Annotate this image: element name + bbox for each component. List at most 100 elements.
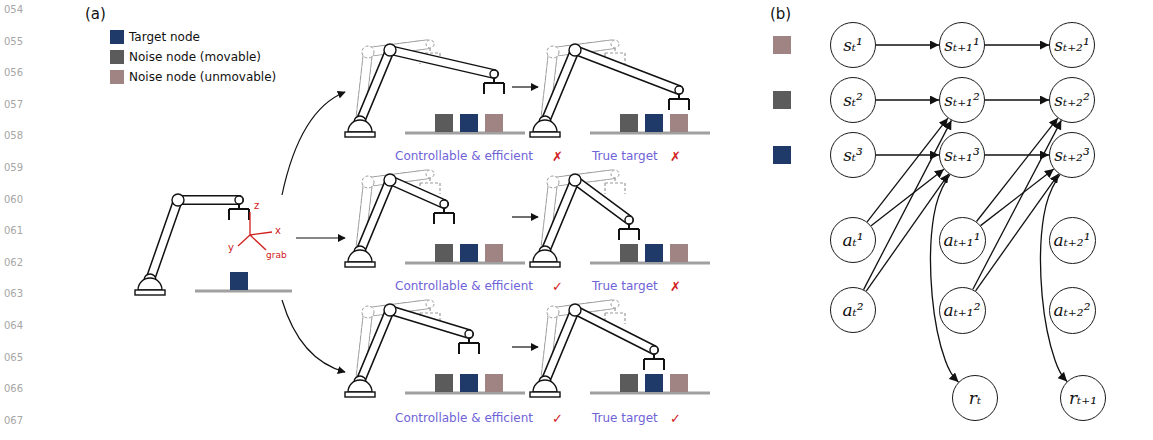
legend-swatch	[110, 70, 124, 84]
causal-arrow	[985, 44, 1049, 45]
block	[485, 244, 503, 262]
panel-label: (a)	[85, 6, 106, 23]
legend-entry: Noise node (movable)	[110, 50, 261, 64]
variable-node: sₜ₊₂¹	[1049, 22, 1095, 68]
causal-arrow	[985, 99, 1049, 100]
block	[460, 374, 478, 392]
legend-text: Noise node (unmovable)	[129, 70, 276, 84]
variable-node: sₜ¹	[830, 22, 876, 68]
row-caption: True target	[592, 150, 658, 163]
mark-symbol: ✓	[552, 412, 563, 426]
robot-arm	[345, 304, 479, 397]
variable-node: sₜ₊₂²	[1049, 77, 1095, 123]
row-caption: Controllable & efficient	[395, 280, 533, 293]
variable-node: aₜ²	[830, 287, 876, 333]
robot-arm	[345, 44, 504, 137]
line-number: 056	[4, 67, 23, 78]
block	[485, 114, 503, 132]
legend-entry: Target node	[110, 30, 200, 44]
block	[645, 244, 663, 262]
block	[670, 244, 688, 262]
variable-node: aₜ₊₂²	[1049, 287, 1096, 334]
robot-illustration	[135, 36, 791, 397]
line-number: 066	[4, 383, 23, 394]
node-label: sₜ₊₂³	[1054, 147, 1090, 164]
axis-label: x	[275, 225, 281, 236]
line-number: 055	[4, 36, 23, 47]
axis-label: grab	[266, 251, 287, 261]
table	[405, 244, 525, 263]
line-number: 061	[4, 225, 23, 236]
causal-arrow	[864, 120, 952, 289]
node-label: aₜ¹	[842, 232, 863, 249]
table	[405, 374, 525, 393]
line-number: 058	[4, 130, 23, 141]
variable-node: sₜ₊₁²	[939, 77, 985, 123]
mark-symbol: ✗	[670, 150, 681, 164]
variable-node: aₜ¹	[830, 217, 876, 263]
legend-text: Noise node (movable)	[129, 50, 261, 64]
node-label: sₜ₊₂¹	[1054, 37, 1090, 54]
row-caption: Controllable & efficient	[395, 150, 533, 163]
row-swatch	[773, 36, 791, 54]
legend-text: Target node	[129, 30, 200, 44]
causal-arrow	[981, 169, 1054, 226]
row-caption: Controllable & efficient	[395, 412, 533, 425]
node-label: aₜ²	[842, 302, 863, 319]
causal-arrow	[931, 175, 959, 382]
block	[645, 114, 663, 132]
causal-arrow	[876, 44, 939, 45]
causal-arrow	[876, 99, 939, 100]
node-label: sₜ₊₂²	[1054, 92, 1090, 109]
line-number: 063	[4, 288, 23, 299]
table	[590, 114, 710, 133]
causal-arrow	[1041, 175, 1067, 382]
row-swatches	[773, 36, 791, 164]
row-caption: True target	[592, 412, 658, 425]
node-label: sₜ²	[843, 92, 863, 109]
legend-entry: Noise node (unmovable)	[110, 70, 276, 84]
variable-node: aₜ₊₁¹	[939, 217, 986, 264]
variable-node: sₜ₊₂³	[1049, 132, 1095, 178]
legend-swatch	[110, 50, 124, 64]
mark-symbol: ✗	[670, 280, 681, 294]
row-swatch	[773, 91, 791, 109]
variable-node: sₜ₊₁¹	[939, 22, 985, 68]
block	[620, 244, 638, 262]
causal-arrow	[866, 174, 949, 291]
block	[645, 374, 663, 392]
block	[435, 374, 453, 392]
line-number: 057	[4, 99, 23, 110]
mark-symbol: ✓	[670, 412, 681, 426]
axes	[238, 212, 272, 250]
line-number: 060	[4, 194, 23, 205]
node-label: aₜ₊₂²	[1054, 302, 1091, 319]
line-number: 067	[4, 415, 23, 426]
node-label: sₜ³	[843, 147, 863, 164]
line-number: 062	[4, 257, 23, 268]
block	[460, 244, 478, 262]
table	[195, 272, 292, 291]
table	[590, 244, 710, 263]
robot-arm	[135, 194, 249, 295]
causal-arrow	[876, 154, 939, 155]
node-label: rₜ	[969, 390, 981, 407]
variable-node: rₜ	[952, 375, 998, 421]
block	[620, 374, 638, 392]
block	[485, 374, 503, 392]
line-number: 065	[4, 352, 23, 363]
robot-arm	[530, 304, 664, 397]
block	[435, 244, 453, 262]
axis-label: y	[228, 242, 234, 253]
causal-arrow	[976, 174, 1059, 291]
line-number: 064	[4, 320, 23, 331]
row-caption: True target	[592, 280, 658, 293]
block	[670, 114, 688, 132]
robot-arm	[345, 174, 454, 267]
mark-symbol: ✓	[552, 280, 563, 294]
node-label: aₜ₊₂¹	[1054, 232, 1091, 249]
block	[230, 272, 248, 290]
